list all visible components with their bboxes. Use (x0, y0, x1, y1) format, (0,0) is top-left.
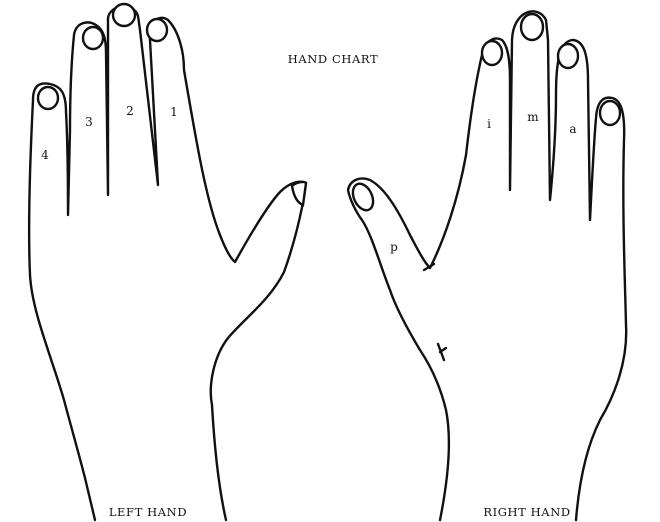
left-ring-finger-nail (81, 25, 105, 51)
right-palm-crease (436, 342, 448, 362)
left-little-finger-nail (36, 85, 60, 111)
left-thumb-nail (290, 180, 308, 207)
right-finger-label-m: m (527, 110, 539, 124)
left-hand-outline (27, 5, 308, 522)
right-index-finger-nail (480, 39, 504, 67)
right-finger-label-a: a (569, 122, 576, 136)
right-hand-outline (346, 10, 628, 522)
chart-title: HAND CHART (288, 52, 379, 66)
right-middle-finger-nail (519, 12, 545, 42)
right-finger-label-p: p (390, 240, 398, 254)
left-finger-label-1: 1 (170, 105, 178, 119)
right-little-finger-nail (598, 99, 622, 127)
right-thumb-nail (351, 182, 375, 212)
left-middle-finger-nail (111, 2, 137, 28)
left-finger-label-4: 4 (41, 148, 49, 162)
left-index-finger-nail (145, 17, 169, 43)
right-hand-caption: RIGHT HAND (483, 505, 570, 519)
right-hand: i m a p RIGHT HAND (346, 10, 628, 522)
right-ring-finger-nail (556, 42, 580, 70)
right-finger-label-i: i (487, 117, 491, 131)
left-hand-caption: LEFT HAND (109, 505, 187, 519)
left-finger-label-3: 3 (85, 115, 93, 129)
left-hand: 4 3 2 1 LEFT HAND (27, 2, 308, 522)
right-thumb-crease (422, 262, 436, 272)
left-finger-label-2: 2 (126, 104, 134, 118)
